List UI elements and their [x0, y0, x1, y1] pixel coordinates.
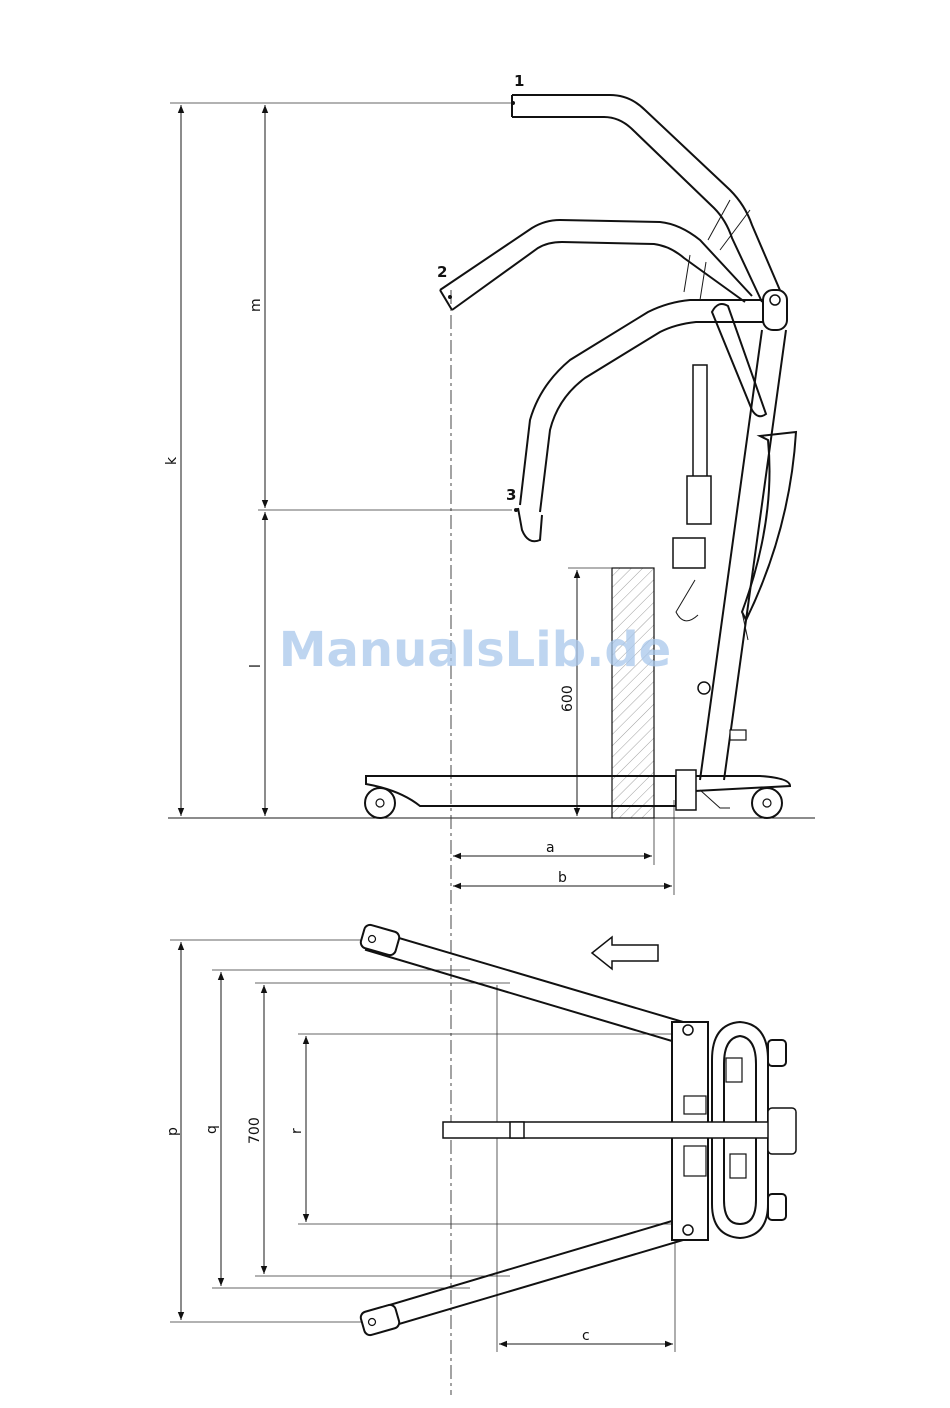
- point-2-label: 2: [437, 263, 447, 281]
- point-1-marker: [511, 101, 515, 105]
- control-box: [673, 538, 705, 568]
- side-view: k m l 600 a b 1: [164, 72, 815, 1395]
- label-b: b: [558, 870, 567, 886]
- lift-side-drawing: 1 2 3: [365, 72, 796, 818]
- front-castor-hub: [376, 799, 384, 807]
- actuator-top-view: [684, 1096, 706, 1114]
- pivot-bolt: [770, 295, 780, 305]
- label-r: r: [289, 1128, 305, 1134]
- spreader-hook: [518, 508, 542, 541]
- lift-top-drawing: [359, 924, 796, 1337]
- point-3-marker: [514, 508, 518, 512]
- point-3-label: 3: [506, 486, 516, 504]
- label-q: q: [204, 1125, 220, 1134]
- top-view: p q 700 r c: [165, 924, 796, 1352]
- boom-coupling: [510, 1122, 524, 1138]
- boom-position-1-outer: [512, 95, 782, 295]
- label-k: k: [164, 456, 180, 465]
- control-panel-upper: [726, 1058, 742, 1082]
- chassis-bolt-bottom: [683, 1225, 693, 1235]
- strut-middle: [684, 255, 706, 300]
- label-a: a: [546, 840, 555, 856]
- leg-upper-castor: [369, 936, 376, 943]
- leg-lower-tip: [359, 1304, 400, 1337]
- boom-position-3-inner: [540, 322, 770, 512]
- emergency-lowering-lever: [676, 580, 698, 621]
- rear-castor-bottom: [768, 1194, 786, 1220]
- point-2-marker: [448, 295, 452, 299]
- label-600: 600: [560, 685, 576, 712]
- actuator-body: [687, 476, 711, 524]
- label-c: c: [582, 1328, 590, 1344]
- rear-castor-hub: [763, 799, 771, 807]
- chassis-bolt-top: [683, 1025, 693, 1035]
- boom-position-3-outer: [520, 300, 770, 505]
- point-1-label: 1: [514, 72, 524, 90]
- base-chassis: [676, 770, 696, 810]
- battery-top-view: [684, 1146, 706, 1176]
- boom-position-2-end: [440, 290, 452, 310]
- brake-pedal: [700, 790, 730, 808]
- label-p: p: [165, 1127, 181, 1136]
- leg-lower-castor: [369, 1319, 376, 1326]
- watermark: ManualsLib.de: [279, 622, 671, 678]
- leg-pedal: [730, 730, 746, 740]
- rear-castor-top: [768, 1040, 786, 1066]
- actuator-rod: [693, 365, 707, 477]
- control-panel-lower: [730, 1154, 746, 1178]
- label-l: l: [248, 664, 264, 668]
- label-m: m: [248, 298, 264, 312]
- reference-block: [612, 568, 654, 818]
- arrow-left-icon: [592, 937, 658, 969]
- leg-lower: [366, 1218, 690, 1332]
- boom-top-view: [443, 1122, 793, 1138]
- leg-upper-tip: [359, 924, 400, 957]
- mast-knob: [698, 682, 710, 694]
- label-700: 700: [247, 1117, 263, 1144]
- mast-head: [768, 1108, 796, 1154]
